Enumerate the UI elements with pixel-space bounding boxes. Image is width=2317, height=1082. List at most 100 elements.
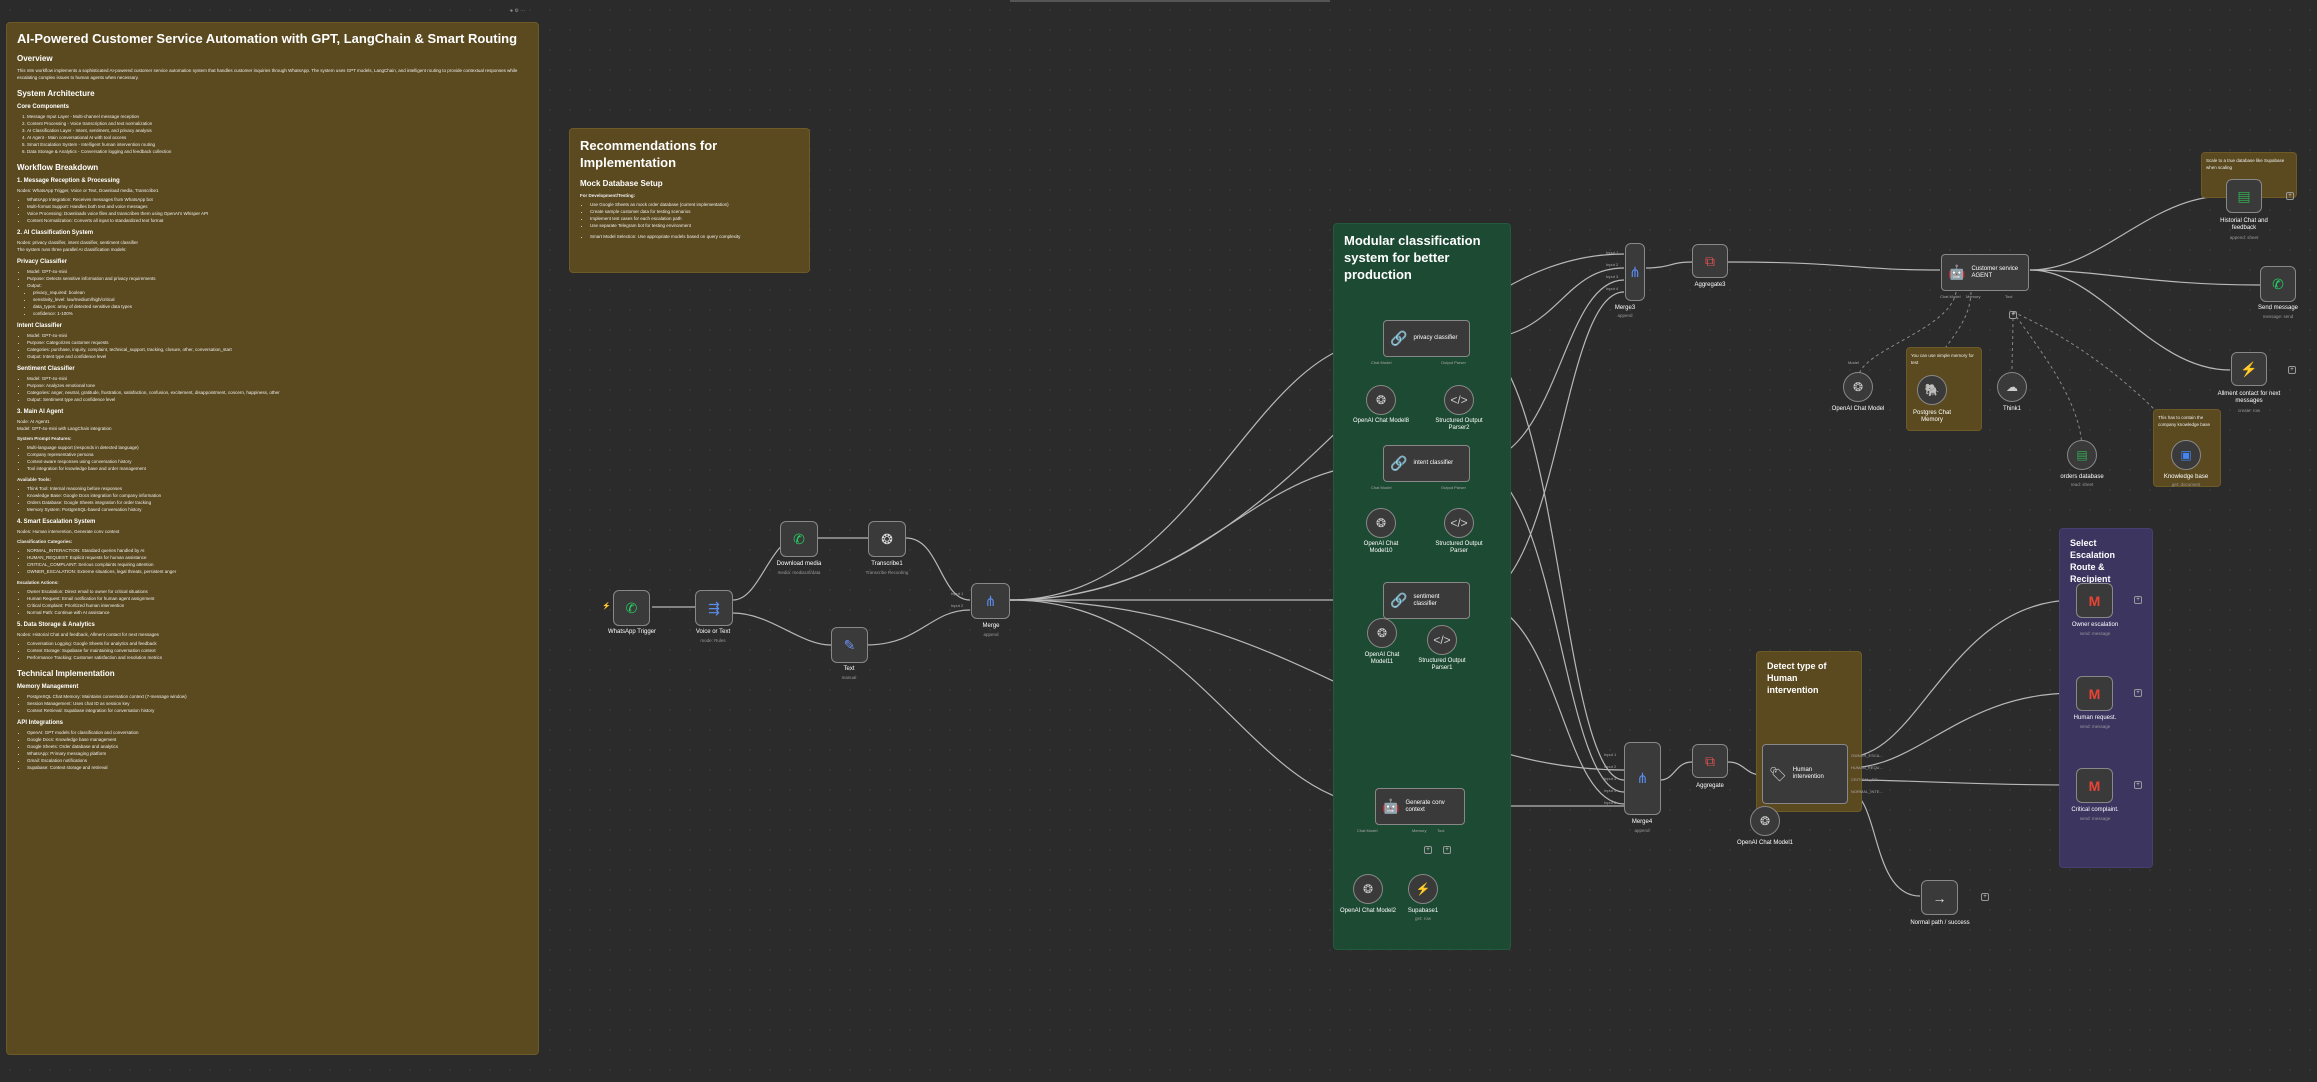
list-item: Gmail: Escalation notifications [27, 757, 528, 764]
node-sublabel: send: message [2079, 816, 2111, 821]
openai-chat-model8-node[interactable]: ❂ [1366, 385, 1396, 415]
merge3-node[interactable]: ⋔ [1625, 243, 1645, 301]
node-label: OpenAI Chat Model11 [1364, 652, 1400, 665]
list-item: WhatsApp Integration: Receives messages … [27, 196, 528, 203]
supabase-node[interactable]: ⚡ [1408, 874, 1438, 904]
intent-classifier-node[interactable]: 🔗intent classifier [1383, 445, 1470, 482]
add-next-node-button[interactable]: + [2286, 192, 2294, 200]
merge4-node[interactable]: ⋔ [1624, 742, 1661, 815]
list-item: Supabase: Context storage and retrieval [27, 764, 528, 771]
list-item: Categories: purchase, inquiry, complaint… [27, 346, 528, 353]
knowledge-base-node[interactable]: ▣ [2171, 440, 2201, 470]
section-heading: 5. Data Storage & Analytics [17, 622, 95, 628]
historial-chat-node[interactable]: ▤ [2226, 179, 2262, 213]
section-nodes: Nodes: Historial Chat and feedback, Allm… [17, 632, 159, 637]
port-label: Input 1 [951, 591, 964, 596]
aggregate3-node[interactable]: ⧉ [1692, 244, 1728, 278]
privacy-classifier-node[interactable]: 🔗privacy classifier [1383, 320, 1470, 357]
port-label: Input 3 [1604, 776, 1617, 781]
node-sublabel: append [983, 632, 999, 637]
add-next-node-button[interactable]: + [2134, 689, 2142, 697]
list-item: Owner Escalation: Direct email to owner … [27, 588, 528, 595]
add-tool-button[interactable]: + [1443, 846, 1451, 854]
node-label: orders database [2060, 474, 2104, 480]
recommendations-note[interactable]: Recommendations for Implementation Mock … [569, 128, 810, 273]
whatsapp-icon: ✆ [625, 599, 638, 616]
section-heading: Memory Management [17, 684, 79, 690]
openai-icon: ❂ [1376, 626, 1388, 640]
postgres-memory-node[interactable]: 🐘 [1917, 375, 1947, 405]
node-label: Customer service AGENT [1971, 265, 2019, 279]
main-documentation-note[interactable]: AI-Powered Customer Service Automation w… [6, 22, 539, 1055]
human-intervention-node[interactable]: 🏷Human intervention [1762, 744, 1848, 804]
add-tool-button[interactable]: + [2009, 311, 2017, 319]
node-sublabel: send: message [2079, 631, 2111, 636]
openai-chat-model2-node[interactable]: ❂ [1353, 874, 1383, 904]
structured-output-parser-node[interactable]: </> [1444, 508, 1474, 538]
customer-service-agent-node[interactable]: 🤖Customer service AGENT [1941, 254, 2029, 291]
critical-complaint-node[interactable]: M [2076, 768, 2113, 803]
top-scroll-indicator [1010, 0, 1330, 2]
list-item: confidence: 1-100% [33, 310, 528, 317]
merge-icon: ⋔ [1629, 263, 1641, 280]
code-icon: </> [1450, 516, 1468, 530]
structured-output-parser2-node[interactable]: </> [1444, 385, 1474, 415]
think-tool-node[interactable]: ☁ [1997, 372, 2027, 402]
port-label: Chat Model [1371, 360, 1392, 365]
list-item: Model: GPT-4o-mini [27, 332, 528, 339]
openai-chat-model11-node[interactable]: ❂ [1367, 618, 1397, 648]
add-next-node-button[interactable]: + [2288, 366, 2296, 374]
openai-chat-model-node[interactable]: ❂ [1843, 372, 1873, 402]
merge-node[interactable]: ⋔ [971, 583, 1010, 619]
window-controls[interactable]: ● ⚙ ··· [510, 8, 526, 14]
list-item: OWNER_ESCALATION: Extreme situations, le… [27, 568, 528, 575]
whatsapp-icon: ✆ [793, 530, 805, 547]
section-list: Model: GPT-4o-mini Purpose: Categorizes … [17, 332, 528, 360]
generate-context-node[interactable]: 🤖Generate conv context [1375, 788, 1465, 825]
human-request-node[interactable]: M [2076, 676, 2113, 711]
text-node[interactable]: ✎ [831, 627, 868, 663]
supabase-icon: ⚡ [2240, 360, 2258, 377]
tag-icon: 🏷 [1769, 765, 1787, 782]
port-label: Chat Model [1940, 294, 1961, 299]
node-label: Structured Output Parser [1435, 541, 1483, 554]
add-next-node-button[interactable]: + [2134, 596, 2142, 604]
sheets-icon: ▤ [2076, 448, 2088, 462]
recommendations-title: Recommendations for Implementation [580, 138, 718, 170]
voice-or-text-node[interactable]: ⇶ [695, 590, 733, 626]
node-label: Aggregate3 [1694, 282, 1726, 288]
node-label: Merge3 [1614, 305, 1636, 311]
aggregate-icon: ⧉ [1705, 252, 1715, 269]
section-heading: 2. AI Classification System [17, 230, 94, 236]
aggregate-icon: ⧉ [1705, 752, 1715, 769]
node-label: sentiment classifier [1413, 593, 1440, 607]
code-icon: </> [1450, 393, 1468, 407]
node-label: Supabase1 [1407, 908, 1439, 914]
download-media-node[interactable]: ✆ [780, 521, 818, 557]
code-icon: </> [1433, 633, 1451, 647]
aggregate-node[interactable]: ⧉ [1692, 744, 1728, 778]
merge-icon: ⋔ [984, 592, 997, 609]
transcribe-node[interactable]: ❂ [868, 521, 906, 557]
add-next-node-button[interactable]: + [1981, 893, 1989, 901]
structured-output-parser1-node[interactable]: </> [1427, 625, 1457, 655]
openai-chat-model10-node[interactable]: ❂ [1366, 508, 1396, 538]
add-memory-button[interactable]: + [1424, 846, 1432, 854]
section-heading: 1. Message Reception & Processing [17, 178, 120, 184]
allment-contact-node[interactable]: ⚡ [2231, 352, 2267, 386]
list-item: Google Docs: Knowledge base management [27, 736, 528, 743]
node-sublabel: message: send [2262, 314, 2294, 319]
normal-path-node[interactable]: → [1921, 880, 1958, 915]
port-label: Tool [2005, 294, 2013, 299]
recommendations-list-2: Smart Model Selection: Use appropriate m… [580, 233, 799, 240]
port-label: Output Parser [1441, 485, 1466, 490]
orders-database-node[interactable]: ▤ [2067, 440, 2097, 470]
supabase-scale-note-text: Scale to a true database like Supabase w… [2206, 158, 2285, 170]
list-item: Context Storage: Supabase for maintainin… [27, 647, 528, 654]
openai-chat-model1-node[interactable]: ❂ [1750, 806, 1780, 836]
add-next-node-button[interactable]: + [2134, 781, 2142, 789]
send-message-node[interactable]: ✆ [2260, 266, 2296, 302]
owner-escalation-node[interactable]: M [2076, 583, 2113, 618]
sentiment-classifier-node[interactable]: 🔗sentiment classifier [1383, 582, 1470, 619]
whatsapp-trigger-node[interactable]: ✆ [613, 590, 650, 626]
